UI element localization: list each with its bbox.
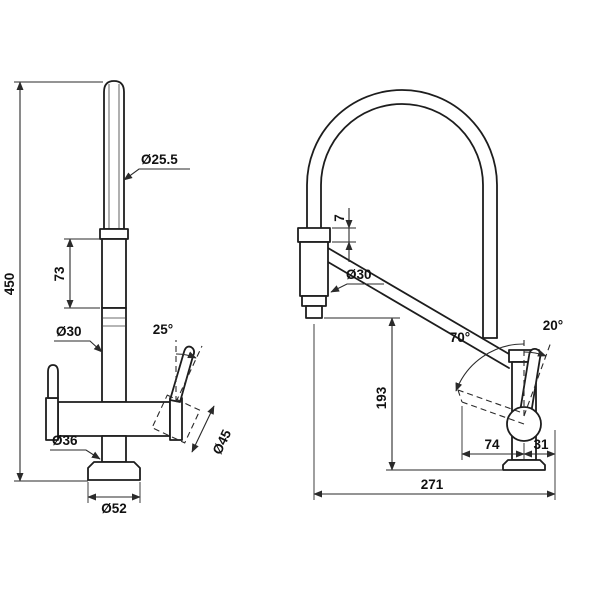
front-neck <box>101 435 127 463</box>
side-arm-bottom <box>327 261 510 369</box>
dim-side-spout-cap: 7 <box>332 208 356 262</box>
side-view: 7 Ø30 70° 20° 193 74 <box>297 89 563 500</box>
dim-label-neck-diameter: Ø36 <box>52 433 78 448</box>
front-joint-ring <box>99 228 129 240</box>
dim-side-lever-forward-angle: 70° <box>450 330 525 392</box>
dim-label-overall-height: 450 <box>2 273 17 296</box>
front-base-flange <box>87 461 141 481</box>
side-hose-outer <box>306 89 498 339</box>
front-right-lever <box>169 345 196 403</box>
dim-label-spout-cap: 7 <box>332 214 347 222</box>
dim-label-base-diameter: Ø52 <box>101 501 127 516</box>
dim-label-spout-height: 193 <box>374 386 389 409</box>
dim-label-lever-offset: 31 <box>533 437 549 452</box>
dim-label-spout-head-diameter: Ø30 <box>346 267 372 282</box>
dim-side-spout-height: 193 <box>324 317 502 471</box>
dim-front-lever-base-diameter: Ø45 <box>191 405 235 457</box>
dim-front-upper-body: 73 <box>52 238 100 309</box>
side-lever-dashed-forward <box>457 389 525 425</box>
side-spout-ring <box>301 295 327 307</box>
dim-side-spout-head-diameter: Ø30 <box>330 267 384 293</box>
dim-front-spout-diameter: Ø25.5 <box>123 152 190 181</box>
dim-label-lever-forward-angle: 70° <box>450 330 470 345</box>
dim-front-body-diameter: Ø30 <box>54 324 103 353</box>
side-hose-inner <box>320 103 484 339</box>
dim-front-base-diameter: Ø52 <box>87 482 141 516</box>
front-view: Ø25.5 450 73 Ø30 25° <box>2 80 235 516</box>
dim-label-overall-depth: 271 <box>421 477 444 492</box>
dim-side-lever-offset: 31 <box>523 430 556 500</box>
dim-front-neck-diameter: Ø36 <box>50 433 101 460</box>
dim-label-body-diameter: Ø30 <box>56 324 82 339</box>
dim-label-spout-diameter: Ø25.5 <box>141 152 178 167</box>
front-left-lever <box>47 364 59 399</box>
dim-label-lever-side-angle: 20° <box>543 318 563 333</box>
dim-label-lever-base-diameter: Ø45 <box>210 427 235 457</box>
dim-side-lever-side-angle: 20° <box>523 318 563 357</box>
side-arm-top <box>327 247 510 355</box>
side-spout-body <box>299 241 329 297</box>
dim-label-lever-reach: 74 <box>484 437 500 452</box>
dim-label-lever-angle: 25° <box>153 322 173 337</box>
dim-front-lever-angle: 25° <box>153 322 203 403</box>
side-spout-tip <box>305 305 323 319</box>
dim-label-upper-body: 73 <box>52 266 67 282</box>
side-base-flange <box>502 459 546 471</box>
front-body-column <box>101 307 127 403</box>
dim-side-overall-depth: 271 <box>313 324 556 500</box>
front-tee-cylinder <box>57 401 171 437</box>
front-upper-body <box>101 238 127 309</box>
front-right-cap <box>169 397 183 441</box>
front-spout-pipe <box>103 80 125 230</box>
side-spout-cap <box>297 227 331 243</box>
dim-front-overall-height: 450 <box>2 81 103 482</box>
